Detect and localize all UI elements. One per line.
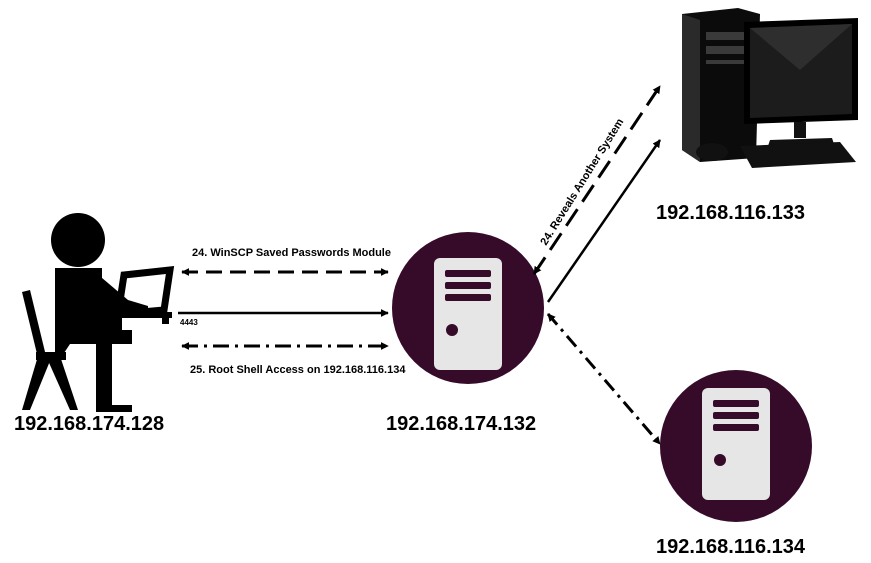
target-server-node: [660, 370, 812, 522]
reveals-arrow: [532, 85, 662, 275]
root-shell-label: 25. Root Shell Access on 192.168.116.134: [190, 364, 406, 376]
desktop-ip: 192.168.116.133: [656, 202, 806, 224]
reveals-label: 24. Reveals Another System: [538, 116, 626, 247]
attacker-ip: 192.168.174.128: [14, 413, 165, 435]
person-at-laptop-icon: [22, 213, 175, 412]
server2-ip: 192.168.116.134: [656, 536, 806, 558]
pivot-ip: 192.168.174.132: [386, 413, 537, 435]
port-label: 4443: [180, 318, 198, 327]
pivot-server-node: [392, 232, 544, 384]
pivot-to-desktop-arrow: [546, 139, 662, 303]
pivot-to-server2-arrow: [546, 313, 662, 445]
desktop-computer-icon: [682, 8, 858, 168]
server-icon: [702, 388, 770, 500]
server-icon: [434, 258, 502, 370]
winscp-label: 24. WinSCP Saved Passwords Module: [192, 247, 391, 259]
